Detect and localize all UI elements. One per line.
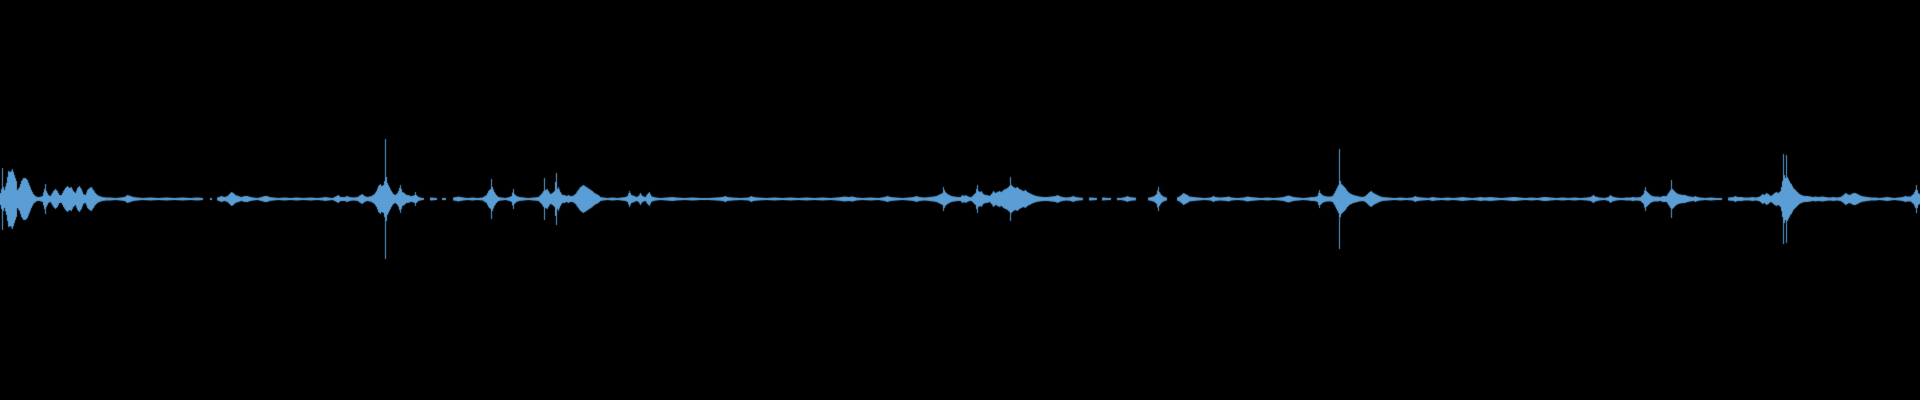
waveform-panel bbox=[0, 0, 1920, 400]
audio-waveform-canvas[interactable] bbox=[0, 0, 1920, 400]
